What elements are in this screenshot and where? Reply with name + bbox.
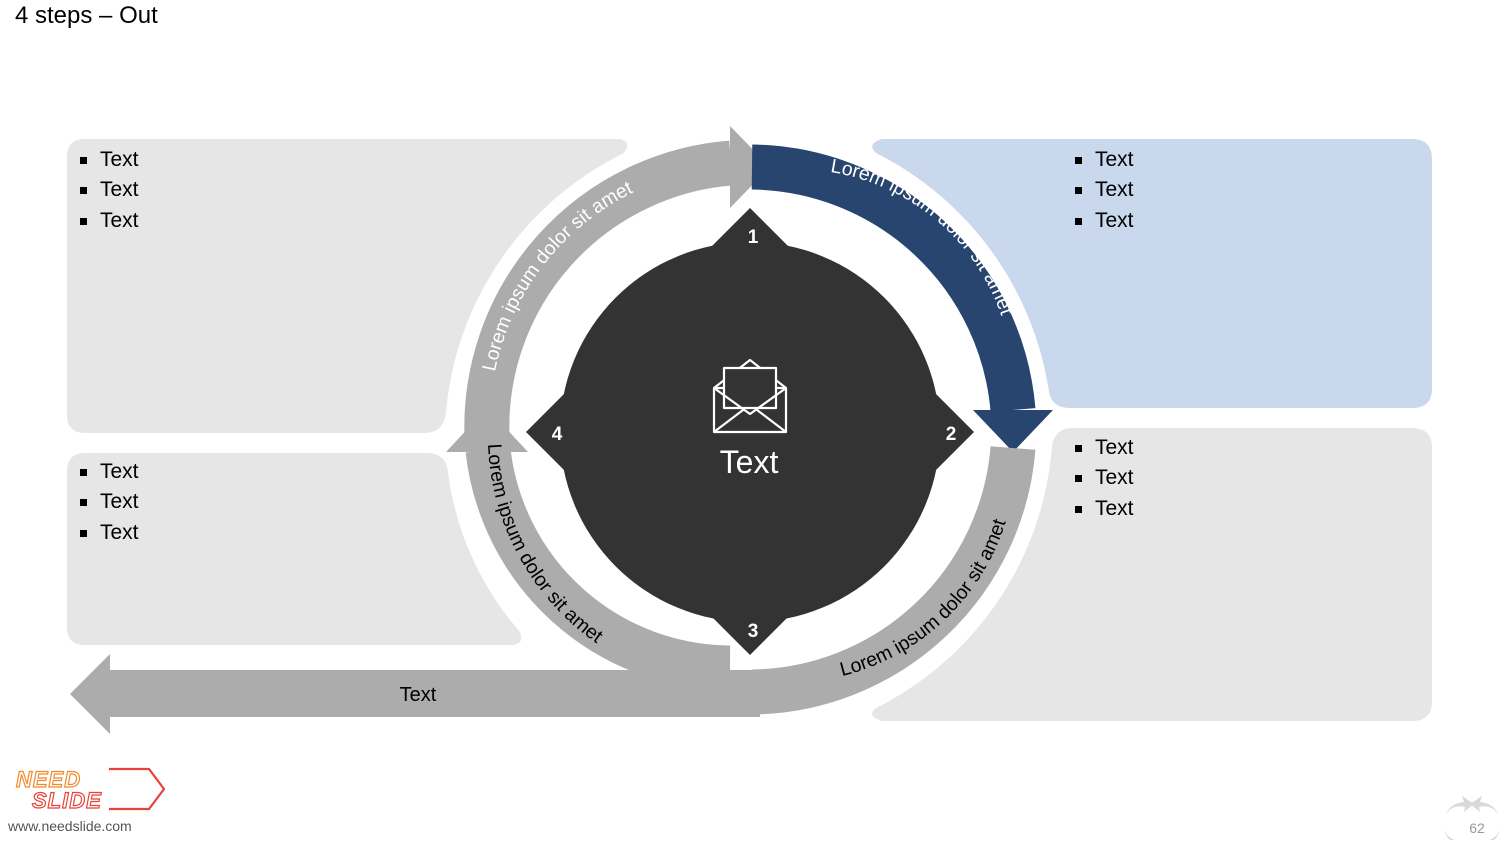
arrowhead-step-4 bbox=[446, 408, 528, 452]
page-number: 62 bbox=[1469, 820, 1485, 836]
needslide-logo: NEED SLIDE bbox=[15, 766, 166, 814]
list-item: Text bbox=[1074, 463, 1134, 493]
bullets-top-right: Text Text Text bbox=[1074, 145, 1134, 236]
slide-title: 4 steps – Out bbox=[15, 2, 158, 29]
bullets-top-left: Text Text Text bbox=[79, 145, 139, 236]
box-bottom-left bbox=[67, 453, 522, 645]
arc-step-4 bbox=[464, 140, 733, 438]
step-number-1: 1 bbox=[748, 227, 759, 248]
list-item: Text bbox=[79, 206, 139, 236]
arrowhead-step-1 bbox=[730, 126, 770, 208]
logo-slide: SLIDE bbox=[32, 788, 102, 813]
cycle-arrows-icon bbox=[1444, 796, 1500, 840]
list-item: Text bbox=[79, 487, 139, 517]
arc-step-1[interactable] bbox=[751, 144, 1036, 413]
open-envelope-icon bbox=[712, 358, 788, 434]
bullets-bottom-right: Text Text Text bbox=[1074, 433, 1134, 524]
list-item: Text bbox=[79, 175, 139, 205]
box-top-right[interactable] bbox=[872, 139, 1432, 408]
list-item: Text bbox=[1074, 145, 1134, 175]
center-label: Text bbox=[720, 444, 779, 480]
list-item: Text bbox=[79, 145, 139, 175]
logo-need: NEED bbox=[16, 767, 81, 792]
box-top-left bbox=[67, 139, 628, 433]
list-item: Text bbox=[79, 518, 139, 548]
out-arrow-body bbox=[100, 670, 760, 717]
arc-step-2 bbox=[751, 446, 1036, 715]
out-arrow-head bbox=[70, 654, 110, 734]
list-item: Text bbox=[1074, 433, 1134, 463]
footer-url[interactable]: www.needslide.com bbox=[8, 818, 132, 834]
list-item: Text bbox=[1074, 175, 1134, 205]
arrowhead-step-2 bbox=[973, 410, 1053, 452]
arc-step-3 bbox=[465, 447, 731, 691]
list-item: Text bbox=[1074, 206, 1134, 236]
step-number-3: 3 bbox=[748, 621, 759, 642]
step-number-4: 4 bbox=[552, 424, 563, 445]
list-item: Text bbox=[79, 457, 139, 487]
box-bottom-right[interactable] bbox=[872, 428, 1432, 721]
out-arrow-label: Text bbox=[400, 684, 437, 706]
step-number-2: 2 bbox=[946, 424, 957, 445]
list-item: Text bbox=[1074, 494, 1134, 524]
bullets-bottom-left: Text Text Text bbox=[79, 457, 139, 548]
